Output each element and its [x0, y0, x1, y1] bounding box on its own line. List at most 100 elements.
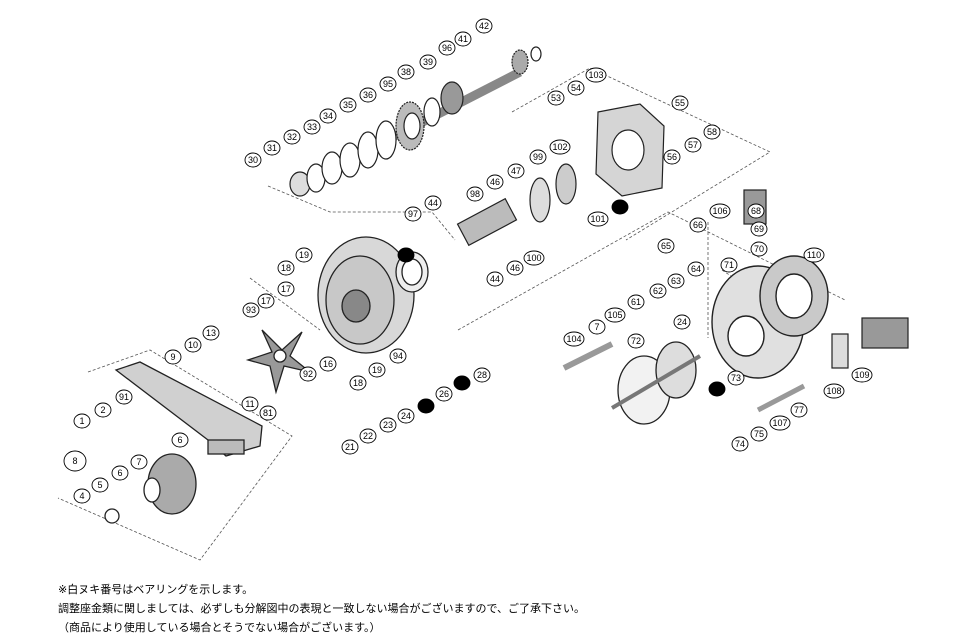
- callout-107: 107: [769, 415, 791, 431]
- callout-circle: [404, 206, 422, 222]
- callout-label: 75: [754, 429, 764, 439]
- callout-circle: [506, 260, 524, 276]
- callout-label: 39: [423, 57, 433, 67]
- callout-74: 74: [731, 436, 749, 452]
- callout-32: 32: [283, 129, 301, 145]
- callout-77: 77: [790, 402, 808, 418]
- callout-label: 64: [691, 264, 701, 274]
- callout-circle: [567, 80, 585, 96]
- callout-label: 1: [79, 416, 84, 426]
- callout-label: 34: [323, 111, 333, 121]
- callout-17: 17: [257, 293, 275, 309]
- callout-label: 104: [566, 334, 581, 344]
- callout-69: 69: [750, 221, 768, 237]
- callout-label: 54: [571, 83, 581, 93]
- callout-11: 11: [241, 396, 259, 412]
- callout-circle: [720, 257, 738, 273]
- callout-16: 16: [319, 356, 337, 372]
- callout-circle: [184, 337, 202, 353]
- callout-circle: [703, 124, 721, 140]
- callout-73: 73: [727, 370, 745, 386]
- callout-circle: [115, 389, 133, 405]
- callout-circle: [359, 87, 377, 103]
- callout-101: 101: [587, 211, 609, 227]
- callout-circle: [823, 383, 845, 399]
- callout-label: 10: [188, 340, 198, 350]
- callout-33: 33: [303, 119, 321, 135]
- callout-circle: [397, 247, 415, 263]
- callout-label: 6: [117, 468, 122, 478]
- callout-circle: [454, 31, 472, 47]
- callout-circle: [263, 140, 281, 156]
- callout-61: 61: [627, 294, 645, 310]
- callout-47: 47: [507, 163, 525, 179]
- callout-105: 105: [604, 307, 626, 323]
- callout-95: 95: [379, 76, 397, 92]
- callout-label: 62: [653, 286, 663, 296]
- callout-label: 91: [119, 392, 129, 402]
- star-drag: [245, 329, 311, 395]
- callout-circle: [368, 362, 386, 378]
- callout-label: 71: [724, 260, 734, 270]
- callout-label: 57: [688, 140, 698, 150]
- callout-53: 53: [547, 90, 565, 106]
- callout-label: 25: [712, 384, 722, 394]
- callout-42: 42: [475, 18, 493, 34]
- callout-46: 46: [486, 174, 504, 190]
- callout-6: 6: [171, 432, 189, 448]
- callout-circle: [466, 186, 484, 202]
- callout-circle: [486, 271, 504, 287]
- callout-label: 96: [442, 43, 452, 53]
- callout-circle: [339, 97, 357, 113]
- callout-100: 100: [523, 250, 545, 266]
- callout-label: 47: [511, 166, 521, 176]
- callout-circle: [453, 375, 471, 391]
- callout-94: 94: [389, 348, 407, 364]
- callout-97: 97: [404, 206, 422, 222]
- callout-circle: [663, 149, 681, 165]
- callout-label: 105: [607, 310, 622, 320]
- callout-5: 5: [91, 477, 109, 493]
- callout-circle: [486, 174, 504, 190]
- callout-71: 71: [720, 257, 738, 273]
- drive-gear-assembly: [289, 46, 542, 197]
- callout-label: 17: [261, 296, 271, 306]
- callout-circle: [319, 356, 337, 372]
- callout-label: 106: [712, 206, 727, 216]
- callout-19: 19: [368, 362, 386, 378]
- callout-19: 19: [295, 247, 313, 263]
- spool: [562, 341, 702, 425]
- callout-30: 30: [244, 152, 262, 168]
- callout-label: 31: [267, 143, 277, 153]
- callout-label: 108: [826, 386, 841, 396]
- callout-106: 106: [709, 203, 731, 219]
- callout-23: 23: [379, 417, 397, 433]
- callout-circle: [523, 250, 545, 266]
- callout-circle: [379, 76, 397, 92]
- callout-25: 25: [708, 381, 726, 397]
- callout-circle: [242, 302, 260, 318]
- callout-96: 96: [438, 40, 456, 56]
- callout-68: 68: [747, 203, 765, 219]
- callout-55: 55: [671, 95, 689, 111]
- callout-circle: [708, 381, 726, 397]
- callout-circle: [507, 163, 525, 179]
- callout-circle: [424, 195, 442, 211]
- callout-circle: [130, 454, 148, 470]
- callout-6: 6: [111, 465, 129, 481]
- callout-circle: [529, 149, 547, 165]
- callout-57: 57: [684, 137, 702, 153]
- callout-label: 2: [100, 405, 105, 415]
- callout-circle: [689, 217, 707, 233]
- callout-63: 63: [667, 273, 685, 289]
- callout-label: 26: [439, 389, 449, 399]
- callout-2: 2: [94, 402, 112, 418]
- callout-circle: [94, 402, 112, 418]
- callout-75: 75: [750, 426, 768, 442]
- callout-81: 81: [259, 405, 277, 421]
- callout-label: 4: [79, 491, 84, 501]
- callout-label: 94: [393, 351, 403, 361]
- callout-label: 97: [408, 209, 418, 219]
